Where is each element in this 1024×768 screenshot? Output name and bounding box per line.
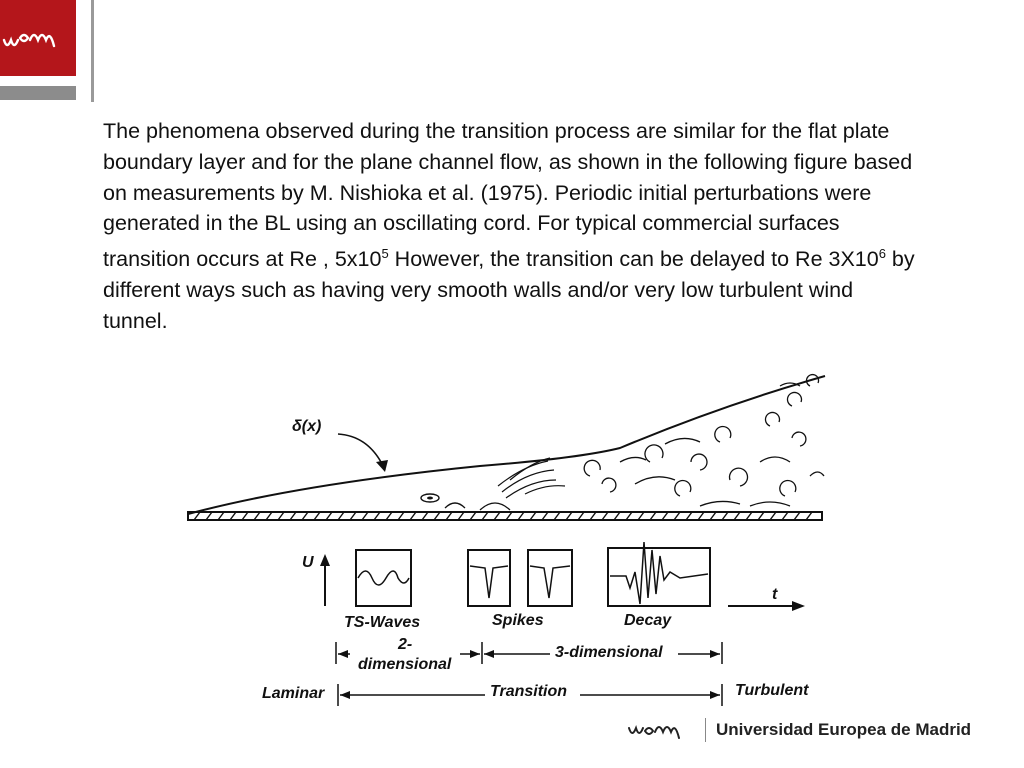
turbulent-eddies <box>583 373 825 507</box>
paragraph-text-a: The phenomena observed during the transi… <box>103 119 913 272</box>
transition-label: Transition <box>490 683 568 700</box>
logo <box>0 0 76 76</box>
two-dim-label: 2- <box>398 636 413 653</box>
footer-university-name: Universidad Europea de Madrid <box>716 720 972 739</box>
flat-plate <box>187 511 823 521</box>
exponent-b: 6 <box>878 246 886 262</box>
decay-label: Decay <box>624 612 672 629</box>
dimensional-label: dimensional <box>358 656 452 673</box>
delta-label: δ(x) <box>292 418 322 435</box>
paragraph-text-b: However, the transition can be delayed t… <box>388 247 879 272</box>
boundary-layer-edge <box>187 375 826 515</box>
footer-uem-logo-icon <box>628 724 680 739</box>
plate-hatching <box>193 511 813 521</box>
decay-box <box>607 547 711 607</box>
uem-logo-icon <box>2 33 56 48</box>
t-axis-label: t <box>772 586 778 603</box>
spike-streaks <box>497 457 566 499</box>
ts-waves-box <box>355 549 412 607</box>
three-dim-label: 3-dimensional <box>555 644 663 661</box>
paragraph-text-c: by different ways such as having very sm… <box>103 247 915 333</box>
footer-divider <box>705 718 706 742</box>
exponent-a: 5 <box>381 246 389 262</box>
boundary-layer-diagram <box>187 373 826 706</box>
delta-arrowhead <box>376 460 388 472</box>
transition-figure: δ(x) U t TS-Waves Spikes Decay 2- dimens… <box>180 366 830 721</box>
ts-waves-label: TS-Waves <box>344 614 421 631</box>
body-paragraph: The phenomena observed during the transi… <box>103 116 918 337</box>
header-divider <box>91 0 94 102</box>
turbulent-label: Turbulent <box>735 682 809 699</box>
u-axis-label: U <box>302 554 314 571</box>
laminar-label: Laminar <box>262 685 325 702</box>
logo-underline <box>0 86 76 100</box>
dimension-arrows <box>335 642 723 706</box>
ts-wave-eddy <box>420 493 440 503</box>
delta-arrow <box>337 433 386 471</box>
spikes-box-2 <box>527 549 573 607</box>
spikes-label: Spikes <box>492 612 544 629</box>
